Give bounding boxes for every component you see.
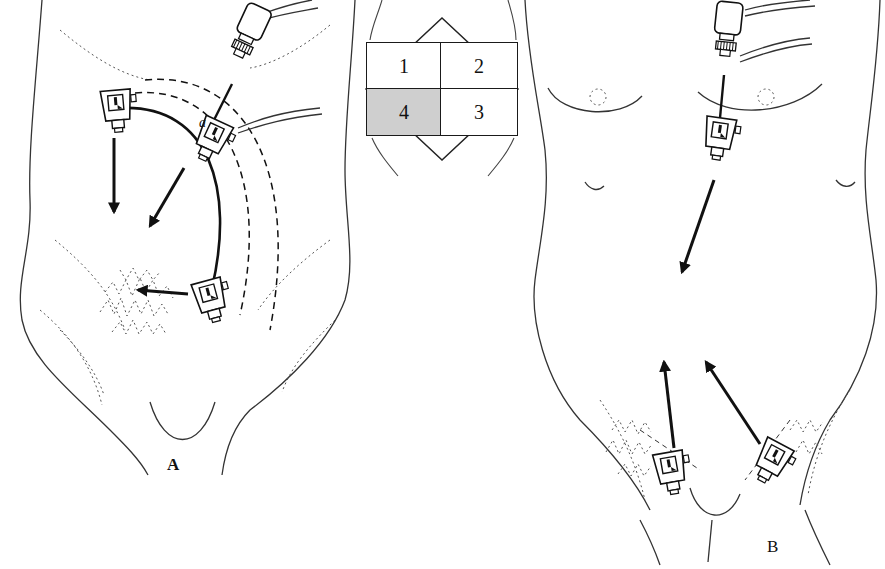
groin-vessel <box>282 320 335 392</box>
body-contour <box>488 138 514 176</box>
leg-contour <box>805 510 830 565</box>
callout-letter: a <box>199 116 206 130</box>
body-contour <box>525 0 650 510</box>
scope-shaft <box>720 75 724 118</box>
cable <box>238 114 322 133</box>
trocar <box>653 449 695 496</box>
quadrant-box: 1 <box>366 42 442 90</box>
quadrant-number: 1 <box>399 55 409 78</box>
quadrant-box: 3 <box>440 88 518 136</box>
rib-margin <box>60 30 150 80</box>
camera-head <box>712 1 744 57</box>
arrow <box>150 168 184 226</box>
leg-contour <box>640 520 660 565</box>
body-contour <box>222 0 355 475</box>
torso-outline-a <box>20 0 355 475</box>
body-contour <box>370 0 382 40</box>
trocar-arcs <box>122 79 278 330</box>
arrow <box>706 362 760 444</box>
cable <box>745 6 815 16</box>
iliac-line <box>258 240 330 310</box>
quadrant-box: 4 <box>366 88 442 136</box>
pubic-hair <box>120 268 160 280</box>
body-contour <box>372 138 398 176</box>
trocar <box>701 116 742 162</box>
body-contour <box>150 402 215 440</box>
pubic-hair <box>790 420 823 432</box>
arrow <box>664 362 674 448</box>
quadrant-number: 2 <box>474 55 484 78</box>
arrow <box>138 290 188 294</box>
rib-notch <box>585 182 604 189</box>
perineum <box>690 488 740 515</box>
arrow <box>113 138 116 212</box>
groin-vessel <box>808 390 850 495</box>
anatomy-dotted-b <box>590 89 850 500</box>
groin-vessel <box>600 400 645 500</box>
breast-contour <box>548 88 642 112</box>
anatomy-dotted-a <box>40 25 335 405</box>
cable <box>740 38 810 56</box>
areola <box>590 89 606 105</box>
pubic-hair <box>105 278 173 298</box>
body-contour <box>20 0 148 475</box>
quadrant-number: 3 <box>474 101 484 124</box>
panel-label: A <box>167 456 179 473</box>
cable <box>740 44 812 62</box>
pubic-hair <box>112 320 166 334</box>
panel-label: B <box>767 538 778 555</box>
cable <box>745 0 810 10</box>
rib-notch <box>836 180 855 186</box>
breast-contour <box>698 84 822 110</box>
camera-head <box>226 2 272 62</box>
perineum <box>708 520 712 562</box>
pubic-hair <box>618 464 651 476</box>
direction-arrows-a <box>114 138 188 294</box>
areola <box>758 89 774 105</box>
pubic-hair <box>606 440 652 454</box>
torso-outline-b <box>525 0 880 565</box>
quadrant-number: 4 <box>399 101 409 124</box>
body-contour <box>800 0 880 505</box>
scope-shaft <box>212 84 232 124</box>
trocar <box>748 437 799 491</box>
pubic-hair <box>612 420 651 434</box>
abdomen-diamond <box>366 18 518 160</box>
trocar <box>191 276 236 326</box>
cable <box>238 108 320 128</box>
dashed-arc <box>135 93 249 315</box>
direction-arrows-b <box>664 180 760 448</box>
quadrant-box: 2 <box>440 42 518 90</box>
trocar <box>189 115 238 168</box>
pubic-hair <box>796 440 822 454</box>
arrow <box>682 180 714 272</box>
cables-b <box>740 0 815 62</box>
groin-vessel <box>40 310 102 405</box>
body-contour <box>508 0 516 40</box>
trocar <box>100 88 139 133</box>
pubic-hair <box>100 298 168 316</box>
groin-vessel <box>60 330 104 395</box>
